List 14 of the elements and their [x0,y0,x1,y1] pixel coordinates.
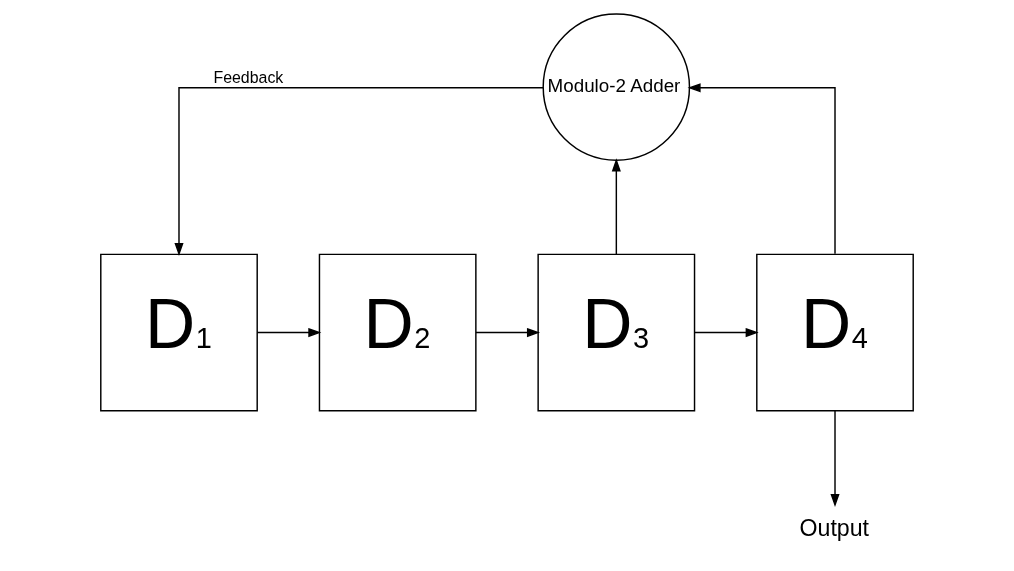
arrow [174,87,544,256]
node-circle: Modulo-2 Adder [542,13,691,161]
arrow [475,328,540,338]
node-box: D4 [756,253,914,412]
node-box: D1 [100,253,258,412]
arrow [256,328,322,338]
arrow [693,328,759,338]
node-text: Output [799,515,870,542]
edge-label: Feedback [213,69,284,87]
node-box: D3 [537,253,696,412]
arrow [830,410,840,508]
arrow [687,83,836,255]
node-box: D2 [318,253,477,412]
arrow [611,158,621,255]
